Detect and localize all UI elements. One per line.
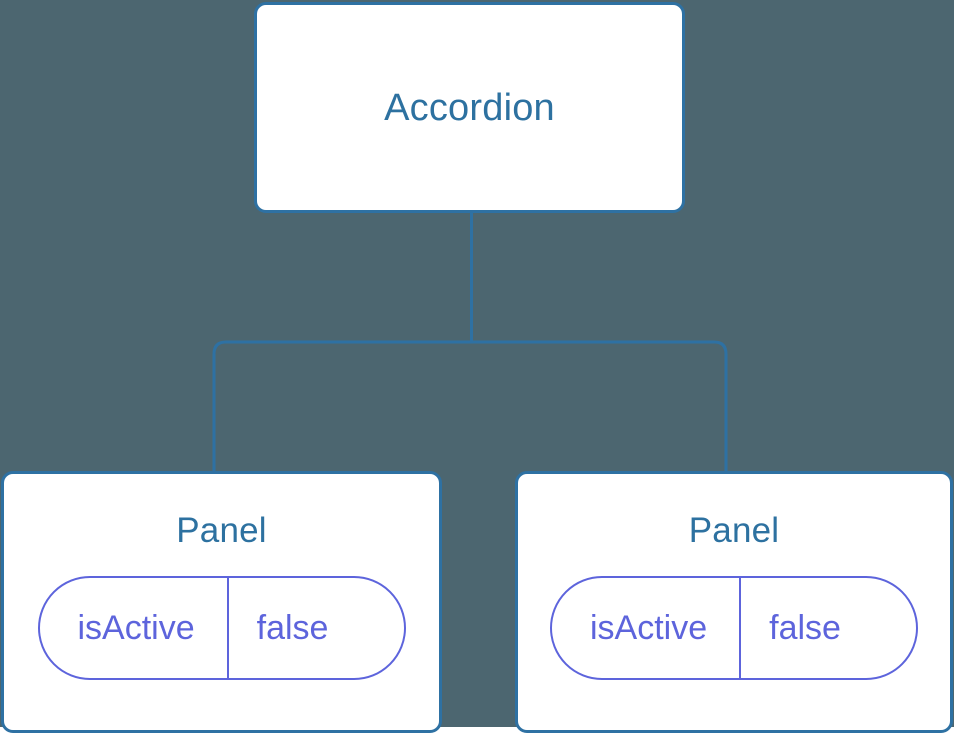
node-panel-2-title: Panel	[688, 511, 780, 550]
node-panel-2[interactable]: Panel isActive false	[515, 471, 953, 733]
branch-to-right-child	[471, 340, 728, 473]
state-pill-panel-2[interactable]: isActive false	[550, 576, 918, 680]
node-accordion-title: Accordion	[384, 86, 555, 129]
state-pill-panel-2-key: isActive	[552, 578, 742, 678]
state-pill-panel-1-key: isActive	[40, 578, 229, 678]
node-panel-1[interactable]: Panel isActive false	[1, 471, 442, 733]
node-accordion[interactable]: Accordion	[254, 2, 685, 213]
state-pill-panel-1-value: false	[256, 609, 329, 647]
branch-to-left-child	[212, 340, 472, 473]
state-pill-panel-1[interactable]: isActive false	[37, 576, 406, 680]
state-pill-panel-2-value: false	[769, 609, 841, 647]
node-panel-1-title: Panel	[176, 511, 267, 550]
page-underlay	[0, 727, 954, 734]
